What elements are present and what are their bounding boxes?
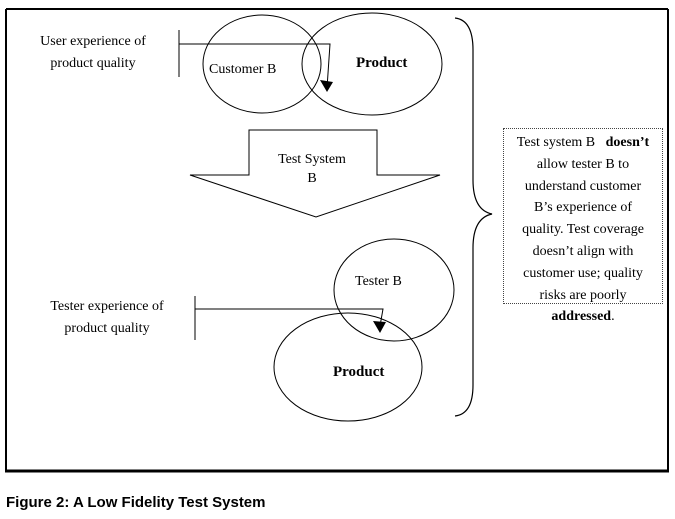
product-bottom-label: Product — [333, 364, 385, 380]
customer-b-ellipse — [202, 14, 322, 114]
note-line-7: customer use; quality — [523, 265, 643, 281]
user-experience-label: User experience of product quality — [28, 33, 158, 72]
note-line-6: doesn’t align with — [532, 243, 634, 259]
tester-b-ellipse — [333, 238, 455, 342]
cropped-top-text — [0, 0, 675, 5]
note-line-8: risks are poorly — [539, 287, 627, 303]
user-experience-line-1: User experience of — [40, 34, 146, 49]
tester-experience-arrowhead — [373, 321, 386, 333]
customer-b-label: Customer B — [209, 62, 277, 77]
test-system-label: Test System B — [262, 151, 362, 187]
figure-caption: Figure 2: A Low Fidelity Test System — [6, 494, 266, 511]
note-line-4: B’s experience of — [534, 200, 632, 216]
note-box: Test system B doesn’t allow tester B to … — [503, 128, 663, 324]
product-bottom-ellipse — [273, 312, 423, 422]
note-line-2: allow tester B to — [536, 156, 630, 172]
tester-experience-line-2: product quality — [64, 321, 150, 336]
test-system-line-2: B — [307, 171, 317, 186]
user-experience-arrowhead — [320, 80, 333, 92]
note-line-1: Test system B doesn’t — [504, 132, 662, 154]
curly-brace — [454, 17, 493, 417]
note-line-9-bold: addressed — [551, 309, 612, 325]
user-experience-line-2: product quality — [50, 56, 136, 71]
tester-experience-line-1: Tester experience of — [50, 299, 164, 314]
note-line-1-prefix: Test system B — [516, 135, 596, 150]
user-experience-arrow-line — [179, 43, 331, 89]
test-system-line-1: Test System — [278, 152, 346, 167]
product-top-label: Product — [356, 55, 408, 71]
tester-b-label: Tester B — [355, 274, 402, 289]
tester-experience-arrow-line — [195, 308, 384, 327]
note-line-3: understand customer — [524, 178, 642, 194]
note-line-5: quality. Test coverage — [522, 222, 644, 238]
product-top-ellipse — [301, 12, 443, 116]
note-line-1-bold: doesn’t — [605, 135, 650, 150]
note-line-9-suffix: . — [611, 309, 615, 325]
tester-experience-label: Tester experience of product quality — [36, 298, 178, 337]
note-line-9: addressed. — [504, 306, 662, 328]
test-system-arrow — [189, 129, 441, 218]
